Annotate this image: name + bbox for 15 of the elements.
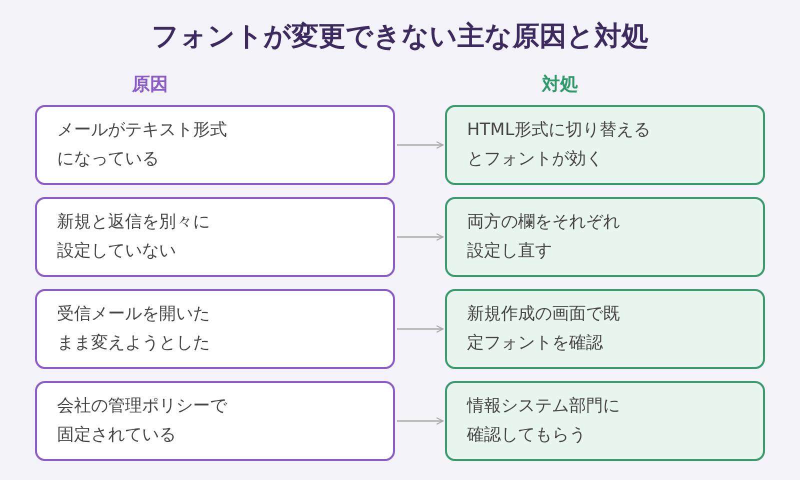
solution-box: 新規作成の画面で既定フォントを確認 xyxy=(445,289,765,369)
arrow xyxy=(397,325,444,333)
column-heading: 対処 xyxy=(540,73,579,96)
arrow xyxy=(397,417,444,425)
arrow xyxy=(397,233,444,241)
cause-box: 会社の管理ポリシーで固定されている xyxy=(35,381,395,461)
title: フォントが変更できない主な原因と対処 xyxy=(150,20,650,54)
arrow xyxy=(397,141,444,149)
solution-box: HTML形式に切り替えるとフォントが効く xyxy=(445,105,765,185)
cause-box: 新規と返信を別々に設定していない xyxy=(35,197,395,277)
column-heading: 原因 xyxy=(130,73,169,96)
cause-box: メールがテキスト形式になっている xyxy=(35,105,395,185)
solution-box: 両方の欄をそれぞれ設定し直す xyxy=(445,197,765,277)
solution-box: 情報システム部門に確認してもらう xyxy=(445,381,765,461)
cause-box: 受信メールを開いたまま変えようとした xyxy=(35,289,395,369)
